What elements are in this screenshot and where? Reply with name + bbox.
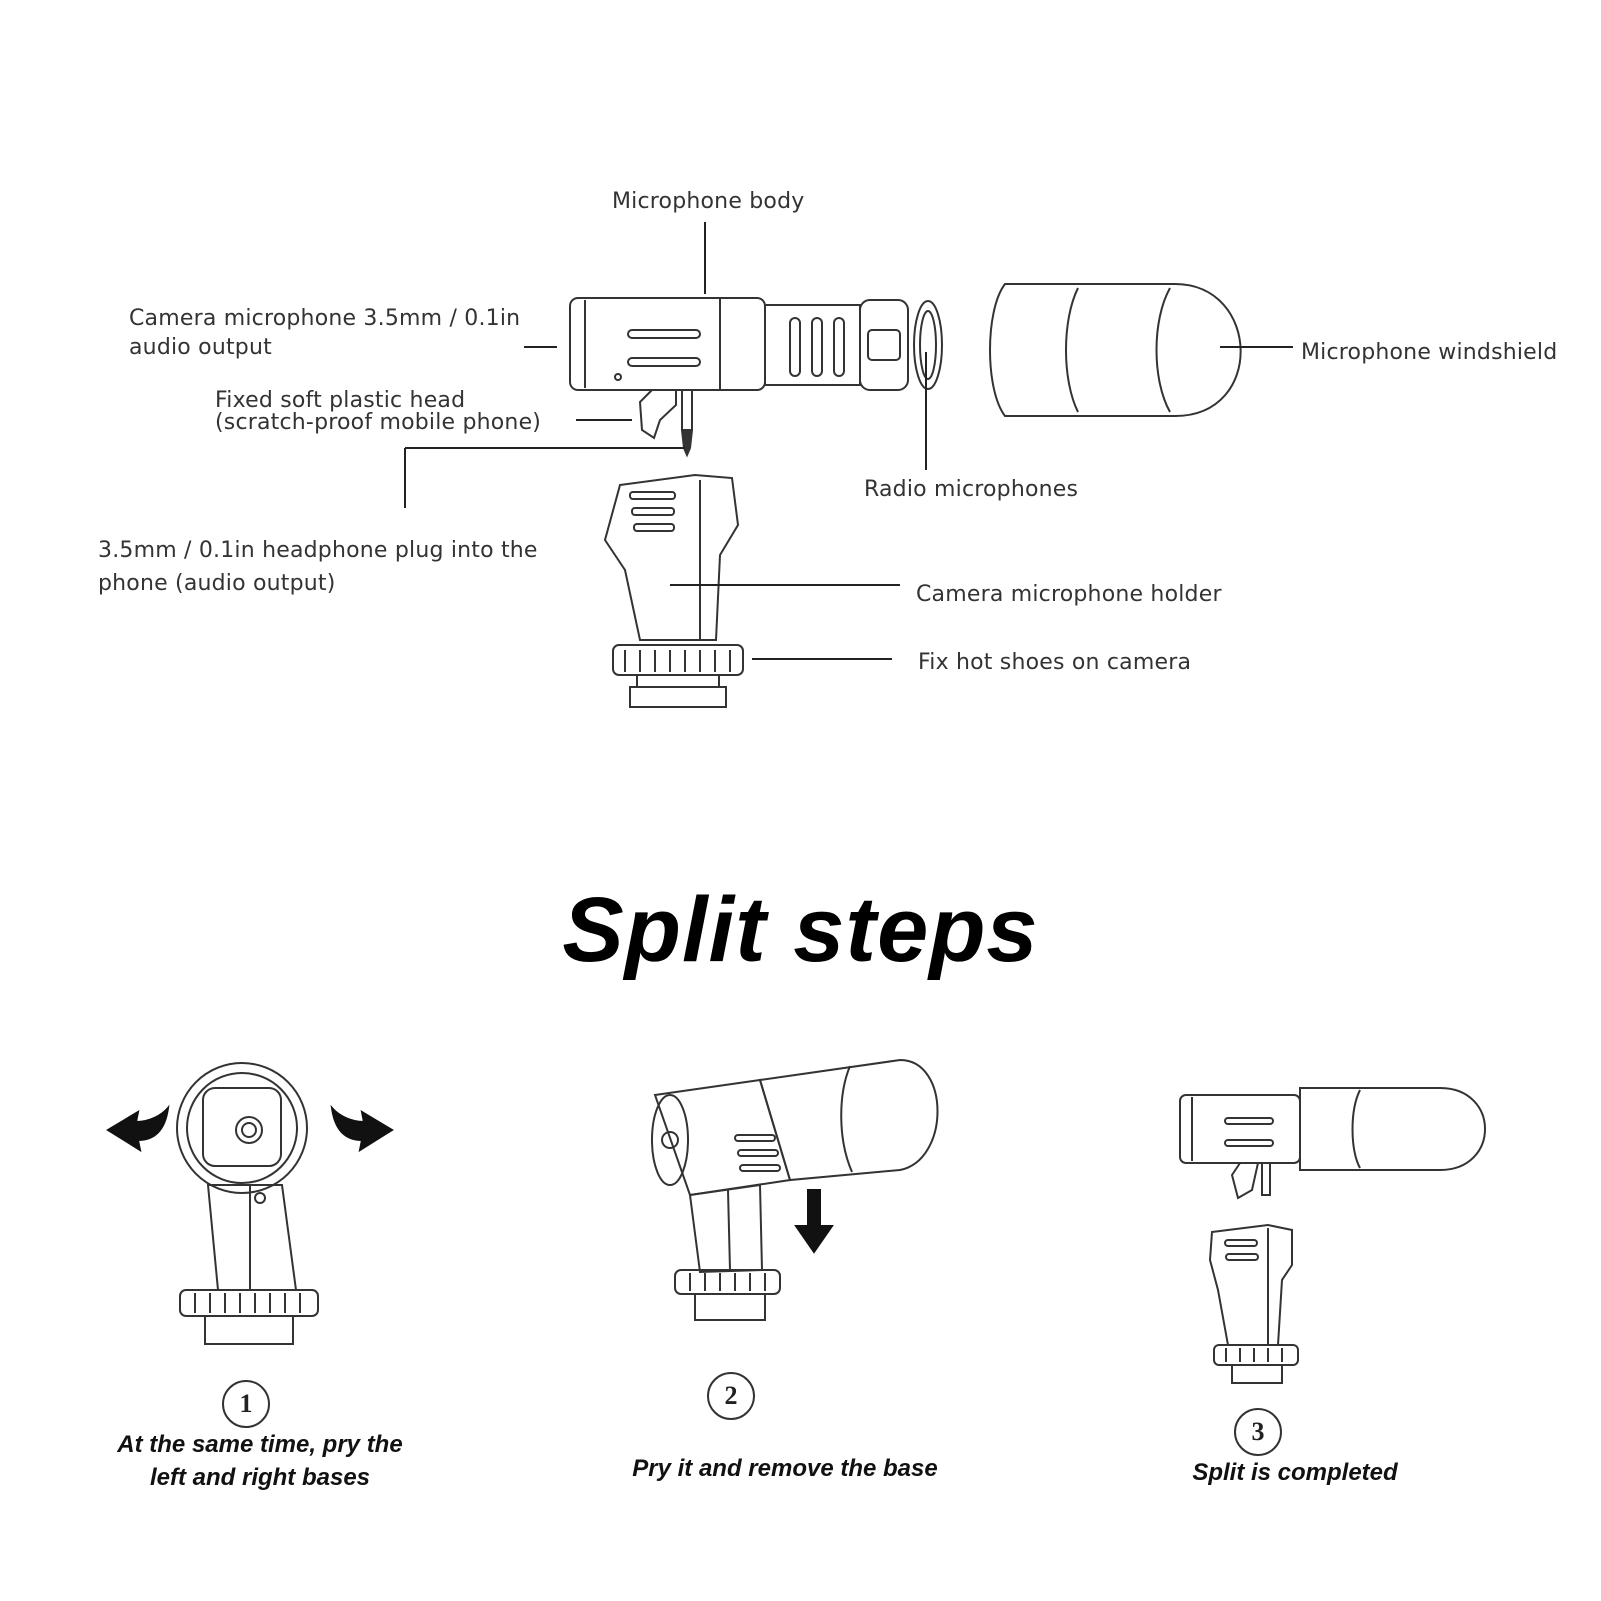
pry-left-arrow-icon <box>106 1104 170 1153</box>
pry-right-arrow-icon <box>330 1104 394 1153</box>
step-2-caption: Pry it and remove the base <box>632 1455 938 1482</box>
label-microphone-windshield: Microphone windshield <box>1301 340 1558 365</box>
microphone-body-illustration <box>569 297 943 458</box>
label-audio-output-line1: Camera microphone 3.5mm / 0.1in <box>129 306 521 331</box>
label-fixed-head-line2: (scratch-proof mobile phone) <box>215 410 542 435</box>
label-microphone-body: Microphone body <box>612 189 805 214</box>
step-3-caption: Split is completed <box>1192 1459 1398 1486</box>
step-2-illustration <box>651 1058 939 1321</box>
section-title: Split steps <box>562 879 1039 981</box>
label-camera-microphone-holder: Camera microphone holder <box>916 582 1222 607</box>
step-3-illustration <box>1179 1087 1486 1384</box>
step-1-illustration <box>176 1062 319 1345</box>
windshield-illustration <box>989 283 1242 417</box>
down-arrow-icon <box>794 1189 834 1254</box>
step-3-number-badge: 3 <box>1234 1408 1282 1456</box>
leader-lines <box>404 222 1293 660</box>
label-headphone-plug-line1: 3.5mm / 0.1in headphone plug into the <box>98 538 538 563</box>
label-headphone-plug-line2: phone (audio output) <box>98 571 336 596</box>
step-1-number-badge: 1 <box>222 1380 270 1428</box>
step-2-number-badge: 2 <box>707 1372 755 1420</box>
label-fixed-head-line1: Fixed soft plastic head <box>215 388 466 413</box>
label-fix-hot-shoes: Fix hot shoes on camera <box>918 650 1192 675</box>
step-1-caption-line1: At the same time, pry the <box>117 1431 403 1458</box>
step-1-caption-line2: left and right bases <box>149 1464 371 1491</box>
label-radio-microphones: Radio microphones <box>864 477 1079 502</box>
holder-illustration <box>603 473 744 708</box>
label-audio-output-line2: audio output <box>129 335 272 360</box>
step-1-caption: At the same time, pry the left and right… <box>80 1428 440 1494</box>
